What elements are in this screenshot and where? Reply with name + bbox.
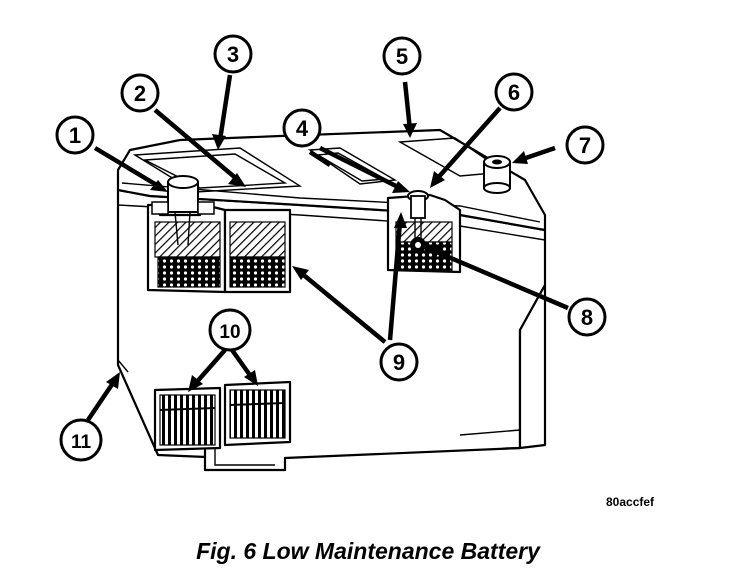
figure-caption: Fig. 6 Low Maintenance Battery [196,538,540,564]
callout-9: 9 [379,342,419,382]
callout-11: 11 [59,418,103,462]
callout-6: 6 [494,72,534,112]
callout-3-label: 3 [227,42,239,67]
callout-4: 4 [282,108,322,148]
left-terminal-cutaway [146,175,292,294]
callout-5-label: 5 [396,44,408,69]
callout-5: 5 [382,36,422,76]
callout-2-label: 2 [134,81,146,106]
callout-7: 7 [565,125,605,165]
leader-lines [86,74,569,422]
callout-1: 1 [55,115,95,155]
callout-11-label: 11 [71,432,92,453]
callout-4-label: 4 [296,116,309,141]
side-cell-plates [153,380,292,452]
callout-9-label: 9 [393,350,405,375]
callout-1-label: 1 [69,123,81,148]
callout-8: 8 [567,297,607,337]
callout-10: 10 [208,308,252,352]
callout-2: 2 [120,73,160,113]
callout-10-label: 10 [219,322,240,343]
callout-6-label: 6 [508,80,520,105]
right-terminal [483,155,511,194]
callout-7-label: 7 [579,133,591,158]
image-code: 80accfef [606,495,655,509]
callout-8-label: 8 [581,305,593,330]
callout-3: 3 [213,34,253,74]
